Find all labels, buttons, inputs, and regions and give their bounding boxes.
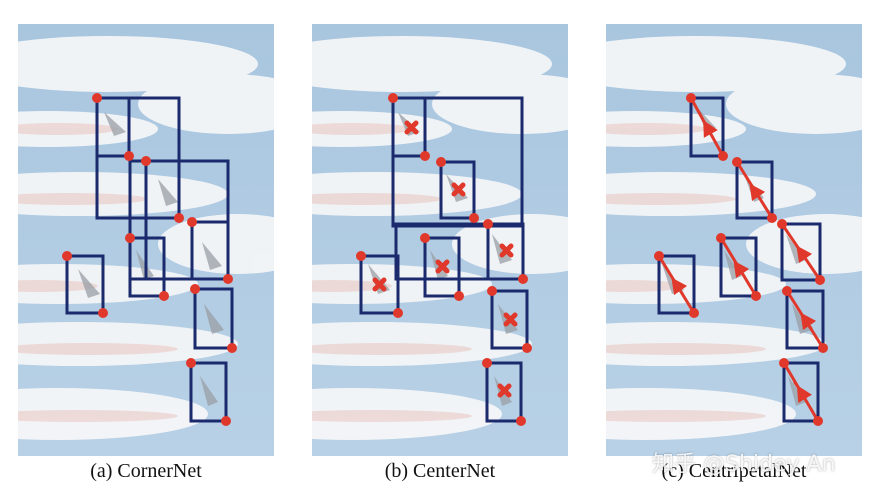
caption-centripetalnet: (c) CentripetalNet [661,460,807,482]
corner-keypoints [654,93,828,426]
panel-cornernet [18,24,274,456]
caption-centernet: (b) CenterNet [384,460,496,482]
bounding-boxes [359,96,529,423]
corner-keypoints [62,93,237,426]
centripetal-arrows [670,118,812,402]
panel-centernet [312,24,568,456]
centripetalnet-image [606,24,862,456]
centernet-image [312,24,568,456]
smoke-trails [606,36,862,440]
red-smoke [312,123,472,422]
caption-cornernet: (a) CornerNet [90,460,202,482]
center-keypoints [372,120,518,398]
panel-centripetalnet [606,24,862,456]
bounding-boxes [657,96,825,423]
cornernet-image [18,24,274,456]
bounding-boxes [65,96,234,423]
red-smoke [18,123,178,422]
corner-keypoints [356,93,532,426]
